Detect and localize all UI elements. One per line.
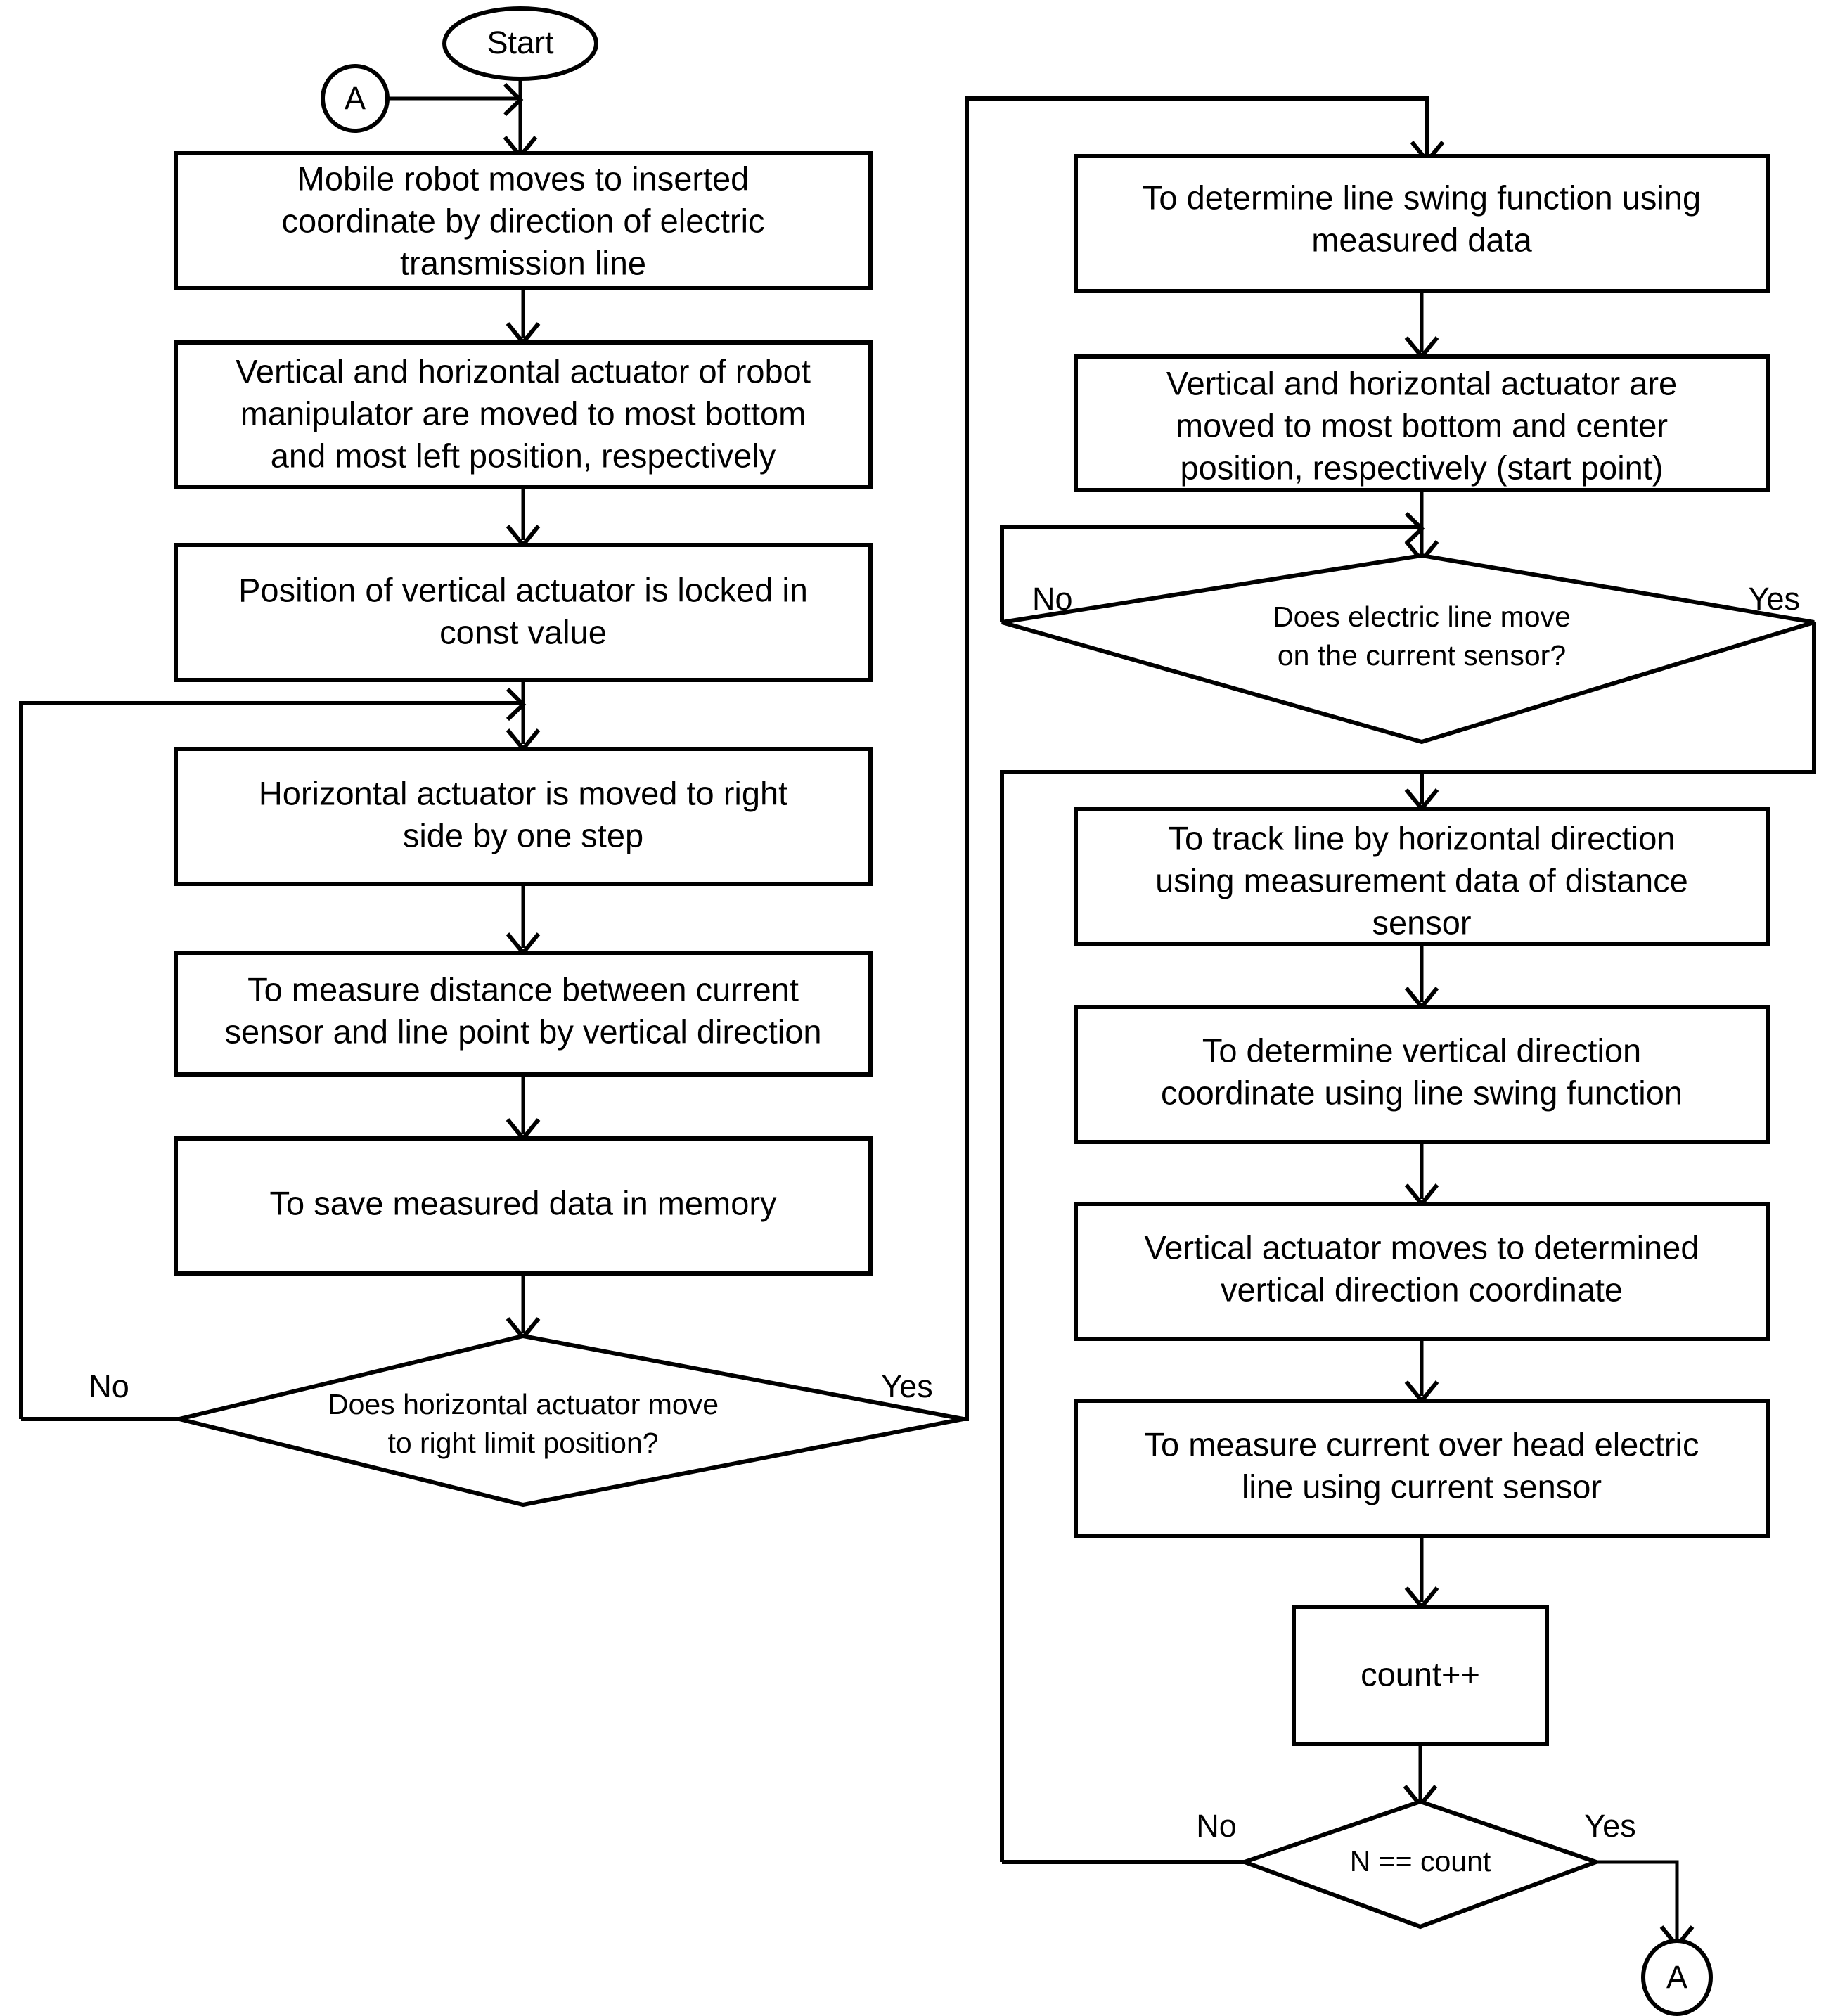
process-L5-line-1: To measure distance between current xyxy=(247,970,799,1008)
process-box-L1: Mobile robot moves to inserted coordinat… xyxy=(174,151,873,290)
process-R7-line-1: count++ xyxy=(1361,1655,1480,1693)
process-box-L6: To save measured data in memory xyxy=(174,1136,873,1276)
edge-D1-no-feedback xyxy=(19,701,523,1419)
process-R2-line-2: moved to most bottom and center xyxy=(1176,406,1668,444)
terminal-start-label: Start xyxy=(487,25,554,60)
process-L1-line-2: coordinate by direction of electric xyxy=(281,202,764,239)
connector-a-out-label: A xyxy=(1666,1959,1687,1995)
process-box-L2: Vertical and horizontal actuator of robo… xyxy=(174,340,873,489)
decision-D1-no-label: No xyxy=(89,1368,129,1404)
process-L2-line-1: Vertical and horizontal actuator of robo… xyxy=(236,352,811,390)
process-box-R1: To determine line swing function using m… xyxy=(1074,154,1770,293)
decision-D1: Does horizontal actuator move to right l… xyxy=(89,1333,964,1508)
process-R3-line-2: using measurement data of distance xyxy=(1155,861,1688,899)
decision-D3-yes-label: Yes xyxy=(1584,1808,1635,1844)
edge-D2-no-feedback xyxy=(1000,525,1422,622)
process-box-R3: To track line by horizontal direction us… xyxy=(1074,807,1770,946)
edge-D1-yes-to-R1 xyxy=(963,96,1429,1421)
decision-D2-yes-label: Yes xyxy=(1749,581,1800,617)
process-L5-line-2: sensor and line point by vertical direct… xyxy=(224,1013,821,1050)
process-L2-line-3: and most left position, respectively xyxy=(271,437,776,474)
decision-D1-line-1: Does horizontal actuator move xyxy=(328,1388,719,1420)
decision-D3-line-1: N == count xyxy=(1350,1845,1491,1877)
decision-D1-line-2: to right limit position? xyxy=(387,1427,658,1459)
decision-D1-yes-label: Yes xyxy=(881,1368,932,1404)
process-box-L4: Horizontal actuator is moved to right si… xyxy=(174,747,873,886)
process-box-L5: To measure distance between current sens… xyxy=(174,951,873,1077)
process-R2-line-3: position, respectively (start point) xyxy=(1180,449,1663,486)
process-L2-line-2: manipulator are moved to most bottom xyxy=(240,394,806,432)
process-L1-line-1: Mobile robot moves to inserted xyxy=(297,160,750,197)
arrowhead-D1-no-feedback xyxy=(506,687,527,721)
decision-D3-no-label: No xyxy=(1196,1808,1237,1844)
process-R4-line-2: coordinate using line swing function xyxy=(1161,1074,1683,1111)
connector-a-in: A xyxy=(321,64,390,133)
connector-a-out: A xyxy=(1641,1939,1713,2016)
process-L4-line-1: Horizontal actuator is moved to right xyxy=(259,774,787,811)
process-box-R5: Vertical actuator moves to determined ve… xyxy=(1074,1202,1770,1341)
process-box-L3: Position of vertical actuator is locked … xyxy=(174,543,873,682)
process-R5-line-2: vertical direction coordinate xyxy=(1221,1271,1623,1308)
process-R4-line-1: To determine vertical direction xyxy=(1202,1032,1641,1069)
process-L6-line-1: To save measured data in memory xyxy=(270,1184,777,1221)
edge-D2-yes-to-R3 xyxy=(1420,622,1816,804)
edge-D3-yes-to-connA xyxy=(1596,1860,1679,1941)
process-R6-line-2: line using current sensor xyxy=(1242,1468,1602,1505)
arrowhead-D2-no-feedback xyxy=(1404,511,1425,546)
process-box-R6: To measure current over head electric li… xyxy=(1074,1399,1770,1538)
process-R3-line-3: sensor xyxy=(1372,904,1471,941)
terminal-start: Start xyxy=(442,6,598,81)
process-L4-line-2: side by one step xyxy=(403,816,643,854)
process-L3-line-1: Position of vertical actuator is locked … xyxy=(238,571,808,608)
decision-D2-line-2: on the current sensor? xyxy=(1278,639,1566,672)
process-box-R2: Vertical and horizontal actuator are mov… xyxy=(1074,354,1770,492)
process-R1-line-2: measured data xyxy=(1311,221,1532,258)
process-L1-line-3: transmission line xyxy=(400,244,646,281)
arrowhead-connA xyxy=(503,82,524,117)
process-R6-line-1: To measure current over head electric xyxy=(1145,1425,1699,1463)
process-R2-line-1: Vertical and horizontal actuator are xyxy=(1166,364,1677,402)
decision-D2-line-1: Does electric line move xyxy=(1273,601,1571,633)
process-box-R4: To determine vertical direction coordina… xyxy=(1074,1005,1770,1144)
process-R3-line-1: To track line by horizontal direction xyxy=(1168,819,1675,856)
connector-a-in-label: A xyxy=(345,80,366,116)
process-L3-line-2: const value xyxy=(439,613,607,650)
process-box-R7: count++ xyxy=(1292,1605,1549,1746)
edge-D3-no-feedback xyxy=(1000,770,1422,1862)
process-R1-line-1: To determine line swing function using xyxy=(1143,179,1701,216)
decision-D3: N == count No Yes xyxy=(1196,1799,1636,1930)
process-R5-line-1: Vertical actuator moves to determined xyxy=(1145,1228,1699,1266)
decision-D2-no-label: No xyxy=(1032,581,1073,617)
decision-D2: Does electric line move on the current s… xyxy=(1001,553,1815,745)
